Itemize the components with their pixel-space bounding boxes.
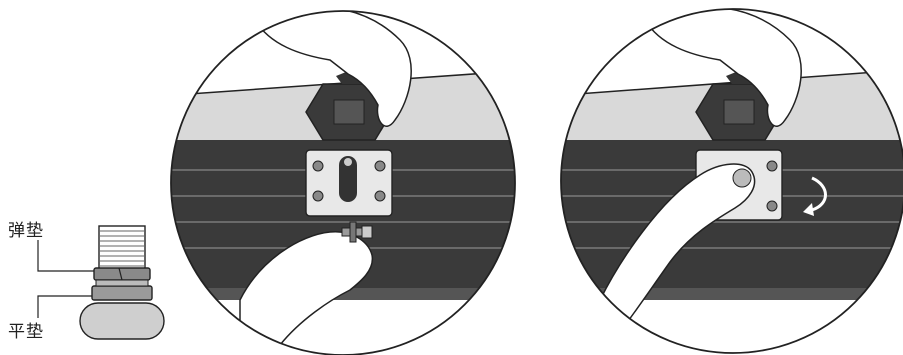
step2-circle bbox=[550, 0, 903, 355]
spring-washer-leader bbox=[38, 240, 98, 271]
bolt-detail bbox=[38, 226, 164, 339]
step1-circle bbox=[160, 0, 530, 355]
flat-washer bbox=[92, 286, 152, 300]
threaded-shaft bbox=[99, 226, 145, 270]
bolt-knob bbox=[80, 303, 164, 339]
